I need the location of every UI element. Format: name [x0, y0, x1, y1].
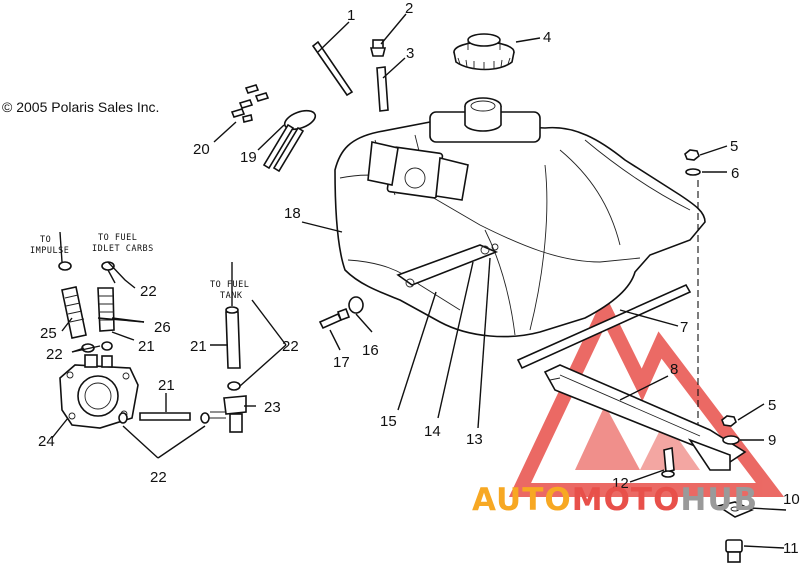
screws — [230, 84, 270, 123]
note-to-impulse-2: IMPULSE — [30, 246, 69, 256]
plate-10 — [715, 501, 754, 518]
callout-22a: 22 — [140, 283, 157, 300]
leader-lines — [51, 13, 787, 549]
grommet-16 — [348, 296, 364, 314]
watermark-moto: MOTO — [572, 482, 681, 518]
callout-19: 19 — [240, 149, 257, 166]
watermark-text: AUTOMOTOHUB — [472, 482, 758, 518]
note-to-fuel-idlet-2: IDLET CARBS — [92, 244, 154, 254]
nut-lower — [721, 415, 737, 427]
callout-3: 3 — [406, 45, 414, 62]
callout-26: 26 — [154, 319, 171, 336]
note-to-fuel-tank-1: TO FUEL — [210, 280, 249, 290]
fitting-17 — [318, 307, 351, 330]
callout-9: 9 — [768, 432, 776, 449]
callout-1: 1 — [347, 7, 355, 24]
vent-hose — [311, 40, 354, 97]
washer-lower — [722, 435, 740, 445]
fuel-tank — [334, 97, 706, 338]
callout-12: 12 — [612, 475, 629, 492]
bracket — [543, 364, 747, 471]
nut-washer-top — [684, 149, 701, 176]
callout-20: 20 — [193, 141, 210, 158]
watermark-hub: HUB — [680, 482, 758, 518]
copyright-text: © 2005 Polaris Sales Inc. — [2, 99, 159, 115]
callout-6: 6 — [731, 165, 739, 182]
watermark-logo — [508, 293, 785, 497]
callout-5b: 5 — [768, 397, 776, 414]
gas-cap — [453, 33, 515, 71]
note-to-fuel-idlet-1: TO FUEL — [98, 233, 137, 243]
callout-numbers: 1 2 3 4 5 6 7 8 5 9 10 11 12 13 14 15 16… — [38, 0, 800, 557]
vent-hose-3 — [376, 66, 389, 112]
watermark-auto: AUTO — [472, 482, 572, 518]
callout-2: 2 — [405, 0, 413, 17]
callout-15: 15 — [380, 413, 397, 430]
fuel-fitting-23 — [208, 395, 247, 433]
callout-24: 24 — [38, 433, 55, 450]
note-to-fuel-tank-2: TANK — [220, 291, 243, 301]
bolt-11 — [725, 539, 743, 563]
callout-5a: 5 — [730, 138, 738, 155]
callout-14: 14 — [424, 423, 441, 440]
callout-17: 17 — [333, 354, 350, 371]
callout-18: 18 — [284, 205, 301, 222]
callout-22d: 22 — [150, 469, 167, 486]
callout-13: 13 — [466, 431, 483, 448]
callout-10: 10 — [783, 491, 800, 508]
callout-4: 4 — [543, 29, 551, 46]
clamp-22 — [227, 381, 241, 391]
pad-strip — [516, 283, 692, 370]
vent-fitting — [369, 39, 387, 57]
note-to-impulse-1: TO — [40, 235, 51, 245]
fuel-pump-assembly — [58, 261, 139, 429]
callout-21c: 21 — [138, 338, 155, 355]
callout-22b: 22 — [282, 338, 299, 355]
bolt-12 — [663, 446, 675, 474]
callout-21b: 21 — [158, 377, 175, 394]
callout-7: 7 — [680, 319, 688, 336]
callout-11: 11 — [783, 540, 799, 557]
callout-8: 8 — [670, 361, 678, 378]
callout-22c: 22 — [46, 346, 63, 363]
callout-23: 23 — [264, 399, 281, 416]
fuel-hose-21-lower — [139, 412, 191, 421]
fuel-hose-21 — [225, 311, 241, 369]
callout-16: 16 — [362, 342, 379, 359]
callout-25: 25 — [40, 325, 57, 342]
callout-21a: 21 — [190, 338, 207, 355]
fuel-sender — [262, 109, 317, 173]
